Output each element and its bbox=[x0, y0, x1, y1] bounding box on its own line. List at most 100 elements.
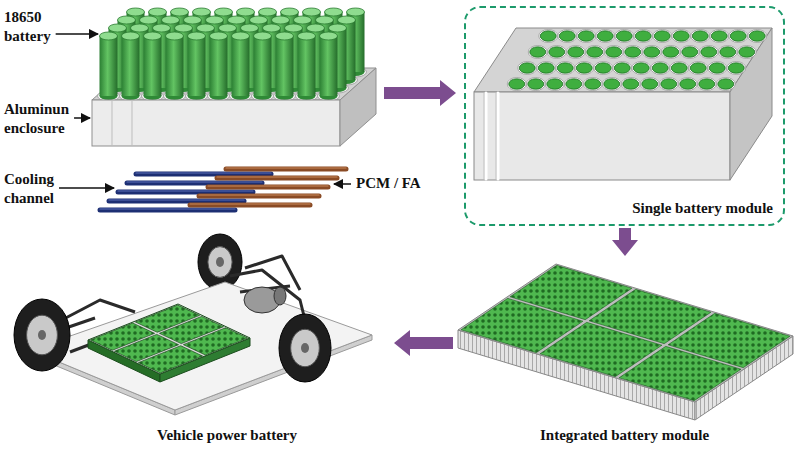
cell-top bbox=[680, 79, 696, 89]
cell-top bbox=[568, 47, 584, 57]
cell-top bbox=[219, 24, 237, 32]
flow-arrow bbox=[612, 228, 638, 256]
cell-top bbox=[547, 79, 563, 89]
cell-top bbox=[285, 24, 303, 32]
cell-body bbox=[320, 36, 338, 96]
cooling-tube-highlight bbox=[100, 208, 235, 209]
pcm-tube-highlight bbox=[190, 203, 310, 204]
module-slab-edge bbox=[484, 93, 485, 179]
cell-top bbox=[585, 79, 601, 89]
wheel-hub bbox=[38, 330, 46, 340]
cell-top bbox=[549, 47, 565, 57]
cell-top bbox=[642, 79, 658, 89]
single-module-figure bbox=[474, 28, 772, 180]
cell-ring bbox=[632, 62, 651, 75]
cell-ring bbox=[708, 62, 727, 75]
cooling-tube-highlight bbox=[118, 190, 253, 191]
cooling-tube-highlight bbox=[109, 199, 244, 200]
cell-top bbox=[519, 63, 535, 73]
cell-body bbox=[254, 36, 272, 96]
cell-ring bbox=[528, 46, 547, 59]
cell-top bbox=[566, 79, 582, 89]
pcm-tube-highlight bbox=[226, 167, 346, 168]
cell-top bbox=[254, 32, 272, 40]
cell-ring bbox=[642, 46, 661, 59]
cell-ring bbox=[737, 46, 756, 59]
motor-cap bbox=[274, 287, 286, 305]
cell-top bbox=[197, 24, 215, 32]
cell-body bbox=[298, 36, 316, 96]
cell-ring bbox=[583, 78, 602, 91]
cell-ring bbox=[621, 78, 640, 91]
caption-text: Integrated battery module bbox=[540, 426, 709, 445]
cell-top bbox=[338, 16, 356, 24]
wheel-rim bbox=[208, 247, 232, 278]
leader-line bbox=[334, 183, 351, 185]
cell-top bbox=[347, 8, 365, 16]
module-slab-edge bbox=[496, 93, 497, 179]
cell-top bbox=[140, 16, 158, 24]
enclosure-side bbox=[340, 68, 376, 146]
cell-top bbox=[166, 32, 184, 40]
cell-top bbox=[682, 47, 698, 57]
pcm-tube-highlight bbox=[217, 176, 337, 177]
cell-top bbox=[652, 63, 668, 73]
cell-ring bbox=[727, 62, 746, 75]
leader-line bbox=[74, 117, 90, 119]
cell-top bbox=[509, 79, 525, 89]
cell-top bbox=[578, 31, 594, 41]
cell-top bbox=[625, 47, 641, 57]
module-top bbox=[474, 28, 772, 92]
pcm-tube bbox=[190, 203, 310, 208]
cell-top bbox=[100, 32, 118, 40]
cell-top bbox=[528, 79, 544, 89]
cell-top bbox=[559, 31, 575, 41]
cell-top bbox=[663, 47, 679, 57]
cell-top bbox=[576, 63, 592, 73]
cell-top bbox=[606, 47, 622, 57]
cooling-tube-highlight bbox=[127, 181, 262, 182]
cell-top bbox=[109, 24, 127, 32]
part-label: Aluminun enclosure bbox=[4, 100, 88, 138]
leader-line bbox=[56, 33, 98, 35]
caption-text: Vehicle power battery bbox=[157, 426, 297, 445]
cell-top bbox=[263, 24, 281, 32]
figure-panel: Integrated battery module bbox=[455, 258, 800, 450]
cell-top bbox=[720, 47, 736, 57]
cell-top bbox=[184, 16, 202, 24]
cell-top bbox=[595, 63, 611, 73]
cell-top bbox=[654, 31, 670, 41]
cell-top bbox=[530, 47, 546, 57]
wheel-hub bbox=[216, 257, 224, 267]
wheel-rim bbox=[27, 315, 58, 355]
cell-top bbox=[215, 8, 233, 16]
cell-ring bbox=[556, 62, 575, 75]
cell-ring bbox=[545, 78, 564, 91]
part-label: 18650 battery bbox=[4, 8, 70, 46]
module-front bbox=[474, 92, 730, 180]
pcm-tube-highlight bbox=[208, 185, 328, 186]
module-frame: Single battery module bbox=[464, 6, 785, 226]
cell-ring bbox=[678, 78, 697, 91]
cell-top bbox=[718, 79, 734, 89]
cell-body bbox=[276, 36, 294, 96]
cell-ring bbox=[651, 62, 670, 75]
cell-top bbox=[633, 63, 649, 73]
pcm-tube bbox=[199, 194, 319, 199]
cell-top bbox=[699, 79, 715, 89]
cell-top bbox=[175, 24, 193, 32]
pcm-tube bbox=[226, 167, 346, 172]
cell-ring bbox=[547, 46, 566, 59]
cell-top bbox=[316, 16, 334, 24]
cooling-tube-highlight bbox=[136, 172, 271, 173]
cell-ring bbox=[680, 46, 699, 59]
cell-ring bbox=[615, 30, 634, 43]
cell-ring bbox=[566, 46, 585, 59]
cell-ring bbox=[670, 62, 689, 75]
cell-body bbox=[100, 36, 118, 96]
cell-ring bbox=[602, 78, 621, 91]
cell-ring bbox=[661, 46, 680, 59]
cell-top bbox=[294, 16, 312, 24]
